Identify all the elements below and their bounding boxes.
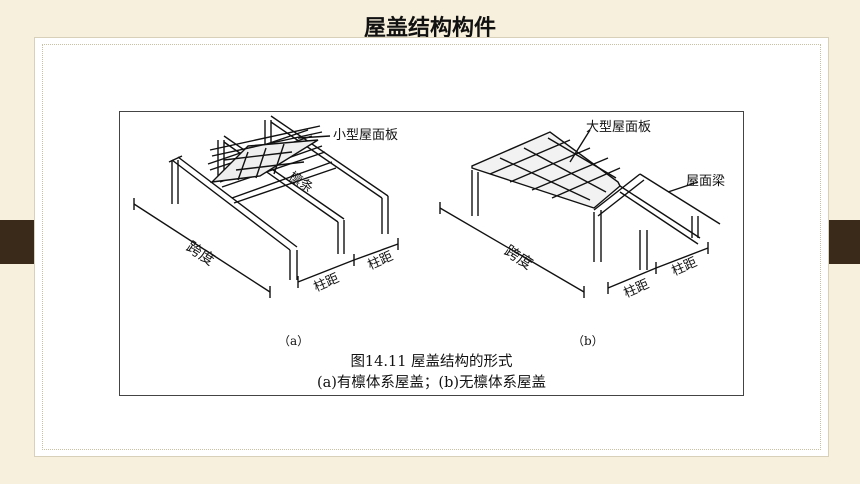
figure-panel: 小型屋面板 檩条 跨度 柱距 柱距 （a） 大型屋面板 屋面梁 跨度 柱距 柱距… [119,111,744,396]
label-large-roof-panel: 大型屋面板 [586,120,652,135]
panel-a-drawing [133,115,399,298]
figure-caption-title: 图14.11 屋盖结构的形式 [350,354,513,370]
label-small-roof-panel: 小型屋面板 [333,128,399,143]
figure-caption-subtitle: (a)有檩体系屋盖；(b)无檩体系屋盖 [316,375,547,391]
content-frame-inner-border [42,44,821,450]
slide-title: 屋盖结构构件 [363,16,496,41]
label-roof-beam: 屋面梁 [686,174,726,189]
roof-structure-drawing [133,115,721,298]
panel-b-drawing [439,131,721,298]
panel-a-marker: （a） [278,334,310,348]
panel-b-marker: （b） [572,334,604,348]
